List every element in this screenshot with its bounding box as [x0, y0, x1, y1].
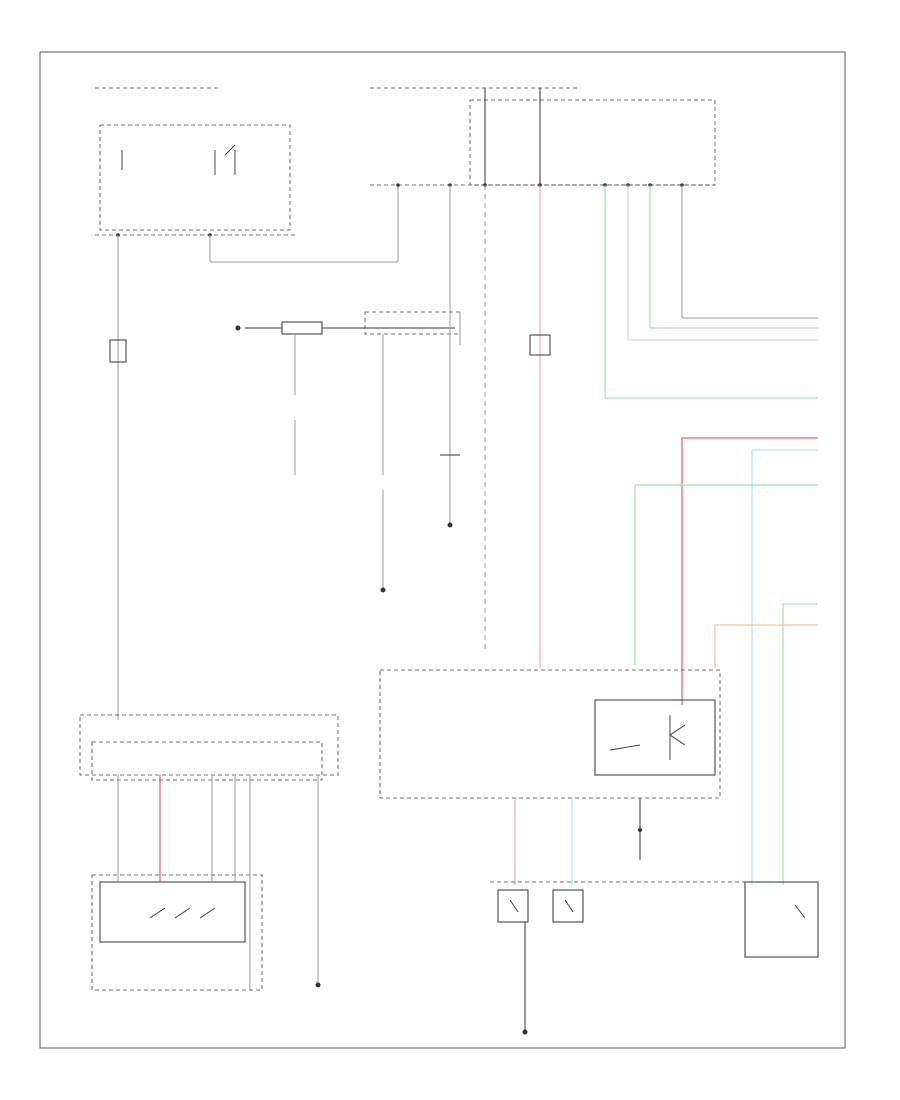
ac-switch-icon	[529, 334, 551, 356]
orange-wire	[714, 624, 818, 668]
pcm-module	[379, 669, 721, 799]
bottom-left-module	[79, 714, 339, 991]
blower-relay-group	[235, 185, 461, 593]
diode-icon	[109, 339, 127, 363]
power-relay-box	[95, 87, 295, 237]
fuse-block-top	[370, 87, 716, 187]
red-wire	[681, 437, 818, 705]
bottom-relay-box	[490, 881, 819, 1035]
diagram-frame	[39, 51, 846, 1049]
light-blue-wire	[751, 449, 818, 885]
